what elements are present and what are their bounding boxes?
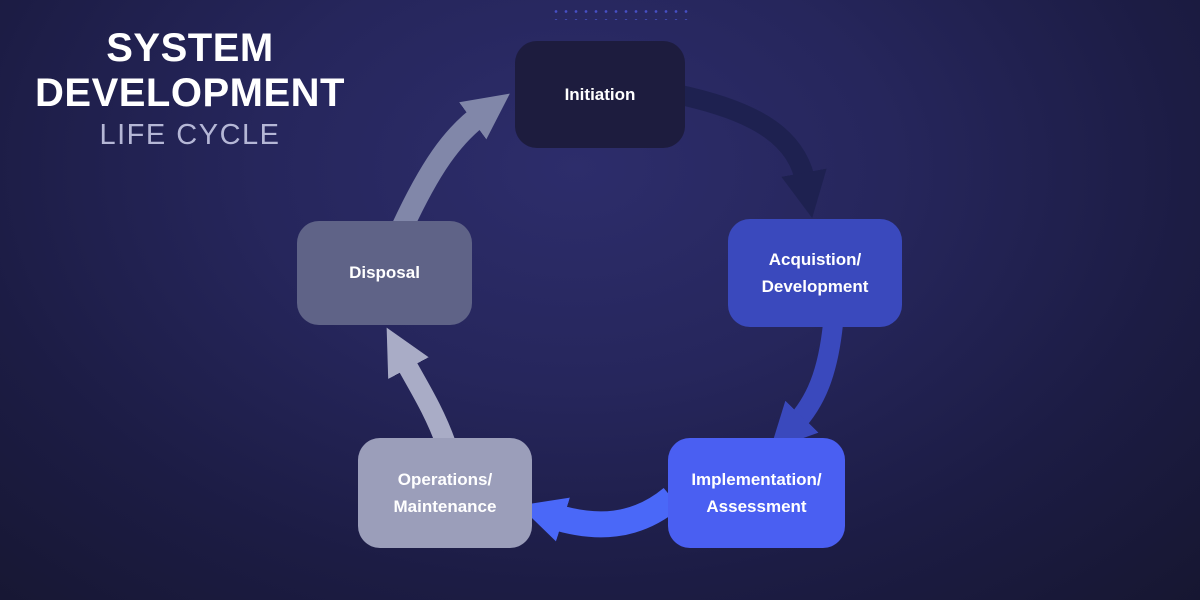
node-implementation-label-line2: Assessment xyxy=(706,497,807,516)
decor-dots xyxy=(551,7,691,20)
node-operations-label-line1: Operations/ xyxy=(397,469,493,489)
arrow-operations-to-disposal xyxy=(386,327,456,448)
arrow-disposal-to-initiation xyxy=(392,93,510,233)
arrow-implementation-to-operations xyxy=(519,487,681,542)
node-implementation-label-line1: Implementation/ xyxy=(691,469,822,489)
arrow-acquisition-to-implementation xyxy=(770,322,843,450)
node-disposal: Disposal xyxy=(297,221,472,325)
title-line-2: DEVELOPMENT xyxy=(35,70,345,115)
node-acquisition-label-line2: Development xyxy=(761,277,869,296)
node-implementation-assessment: Implementation/ Assessment xyxy=(668,438,845,548)
node-initiation-label: Initiation xyxy=(564,84,636,104)
node-operations-maintenance: Operations/ Maintenance xyxy=(358,438,532,548)
title-line-1: SYSTEM xyxy=(106,26,274,70)
title-subtitle: LIFE CYCLE xyxy=(99,118,281,151)
page-title: SYSTEM DEVELOPMENT LIFE CYCLE xyxy=(30,26,350,152)
arrow-initiation-to-acquisition xyxy=(673,84,827,218)
node-operations-label-line2: Maintenance xyxy=(393,497,497,516)
node-acquisition-development: Acquistion/ Development xyxy=(728,219,902,327)
node-disposal-label: Disposal xyxy=(349,263,420,283)
node-initiation: Initiation xyxy=(515,41,685,148)
node-acquisition-label-line1: Acquistion/ xyxy=(768,249,862,269)
